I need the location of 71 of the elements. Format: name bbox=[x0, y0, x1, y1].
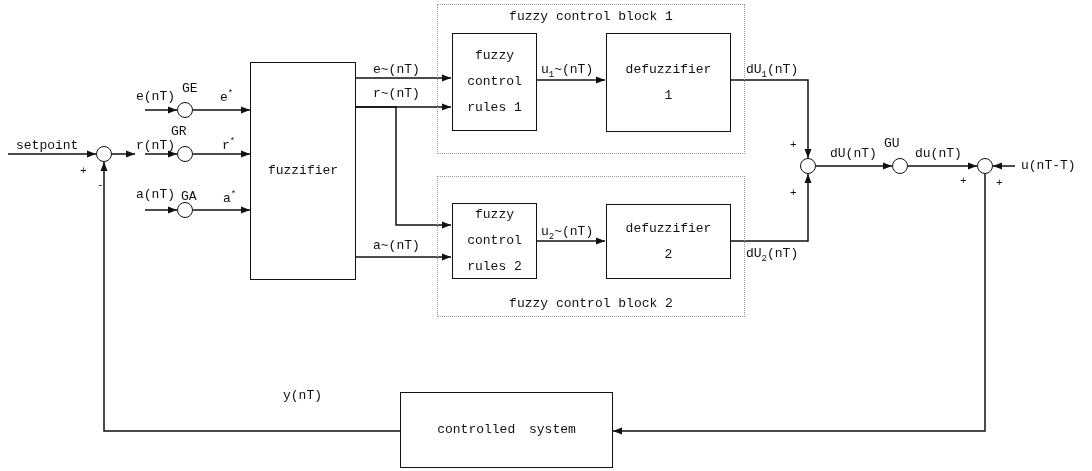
summing-junction bbox=[177, 202, 193, 218]
edge-label: a(nT) bbox=[136, 187, 175, 202]
dotted-group-box bbox=[437, 176, 745, 317]
signal-arrow bbox=[144, 206, 178, 214]
sign-label: + bbox=[960, 174, 967, 189]
gain-label: GU bbox=[884, 136, 900, 151]
signal-arrow bbox=[192, 206, 251, 214]
summing-junction bbox=[177, 102, 193, 118]
block-label: controlled system bbox=[437, 421, 576, 439]
signal-arrow bbox=[144, 106, 178, 114]
signal-arrow bbox=[729, 173, 812, 242]
process-box bbox=[606, 33, 731, 132]
summing-junction bbox=[977, 158, 993, 174]
summing-junction bbox=[800, 158, 816, 174]
summing-junction bbox=[177, 146, 193, 162]
process-box bbox=[250, 62, 356, 280]
edge-label: u$_{1}$~(nT) bbox=[541, 62, 594, 82]
signal-arrow bbox=[729, 79, 812, 159]
edge-label: u$_{2}$~(nT) bbox=[541, 224, 594, 244]
sign-label: + bbox=[80, 164, 87, 179]
edge-label: e$^{*}$ bbox=[220, 88, 234, 106]
sign-label: + bbox=[790, 186, 797, 201]
signal-arrow bbox=[100, 161, 401, 432]
summing-junction bbox=[96, 146, 112, 162]
signal-arrow bbox=[992, 162, 1016, 170]
gain-label: GA bbox=[181, 189, 197, 204]
block-label: fuzzy control rules 1 bbox=[466, 47, 523, 117]
gain-label: GR bbox=[171, 124, 187, 139]
edge-label: e(nT) bbox=[136, 89, 175, 104]
process-box bbox=[452, 33, 537, 131]
signal-arrow bbox=[355, 253, 452, 261]
block-label: fuzzy control rules 2 bbox=[466, 206, 523, 276]
edge-label: e~(nT) bbox=[373, 62, 420, 77]
block-label: defuzzifier 2 bbox=[624, 219, 713, 264]
edge-label: dU$_{2}$(nT) bbox=[746, 246, 799, 266]
edge-label: dU(nT) bbox=[830, 146, 877, 161]
edge-label: dU$_{1}$(nT) bbox=[746, 62, 799, 82]
signal-arrow bbox=[144, 150, 178, 158]
gain-label: GE bbox=[182, 81, 198, 96]
signal-arrow bbox=[907, 162, 978, 170]
process-box bbox=[606, 204, 731, 279]
edge-label: u(nT-T) bbox=[1021, 158, 1076, 173]
signal-arrow bbox=[192, 106, 251, 114]
edge-label: a$^{*}$ bbox=[223, 189, 237, 207]
edge-label: y(nT) bbox=[283, 388, 322, 403]
sign-label: + bbox=[996, 176, 1003, 191]
signal-arrow bbox=[7, 150, 97, 158]
block-label: defuzzifier 1 bbox=[624, 60, 713, 105]
edge-label: r$^{*}$ bbox=[222, 136, 236, 154]
edge-label: du(nT) bbox=[915, 146, 962, 161]
signal-arrow bbox=[355, 106, 452, 229]
sign-label: + bbox=[790, 138, 797, 153]
dotted-group-box bbox=[437, 4, 745, 154]
signal-arrow bbox=[355, 74, 452, 82]
sign-label: - bbox=[97, 178, 104, 193]
block-label: fuzzifier bbox=[267, 162, 339, 180]
signal-arrow bbox=[815, 162, 893, 170]
signal-arrow bbox=[612, 173, 986, 435]
signal-arrow bbox=[535, 237, 606, 245]
summing-junction bbox=[892, 158, 908, 174]
signal-arrow bbox=[111, 150, 136, 158]
signal-arrow bbox=[535, 76, 606, 84]
process-box bbox=[400, 392, 613, 468]
group-title: fuzzy control block 1 bbox=[509, 9, 673, 25]
edge-label: setpoint bbox=[16, 138, 79, 153]
group-title: fuzzy control block 2 bbox=[509, 296, 673, 312]
process-box bbox=[452, 203, 537, 279]
edge-label: a~(nT) bbox=[373, 238, 420, 253]
edge-label: r(nT) bbox=[136, 138, 175, 153]
signal-arrow bbox=[192, 150, 251, 158]
edge-label: r~(nT) bbox=[373, 86, 420, 101]
